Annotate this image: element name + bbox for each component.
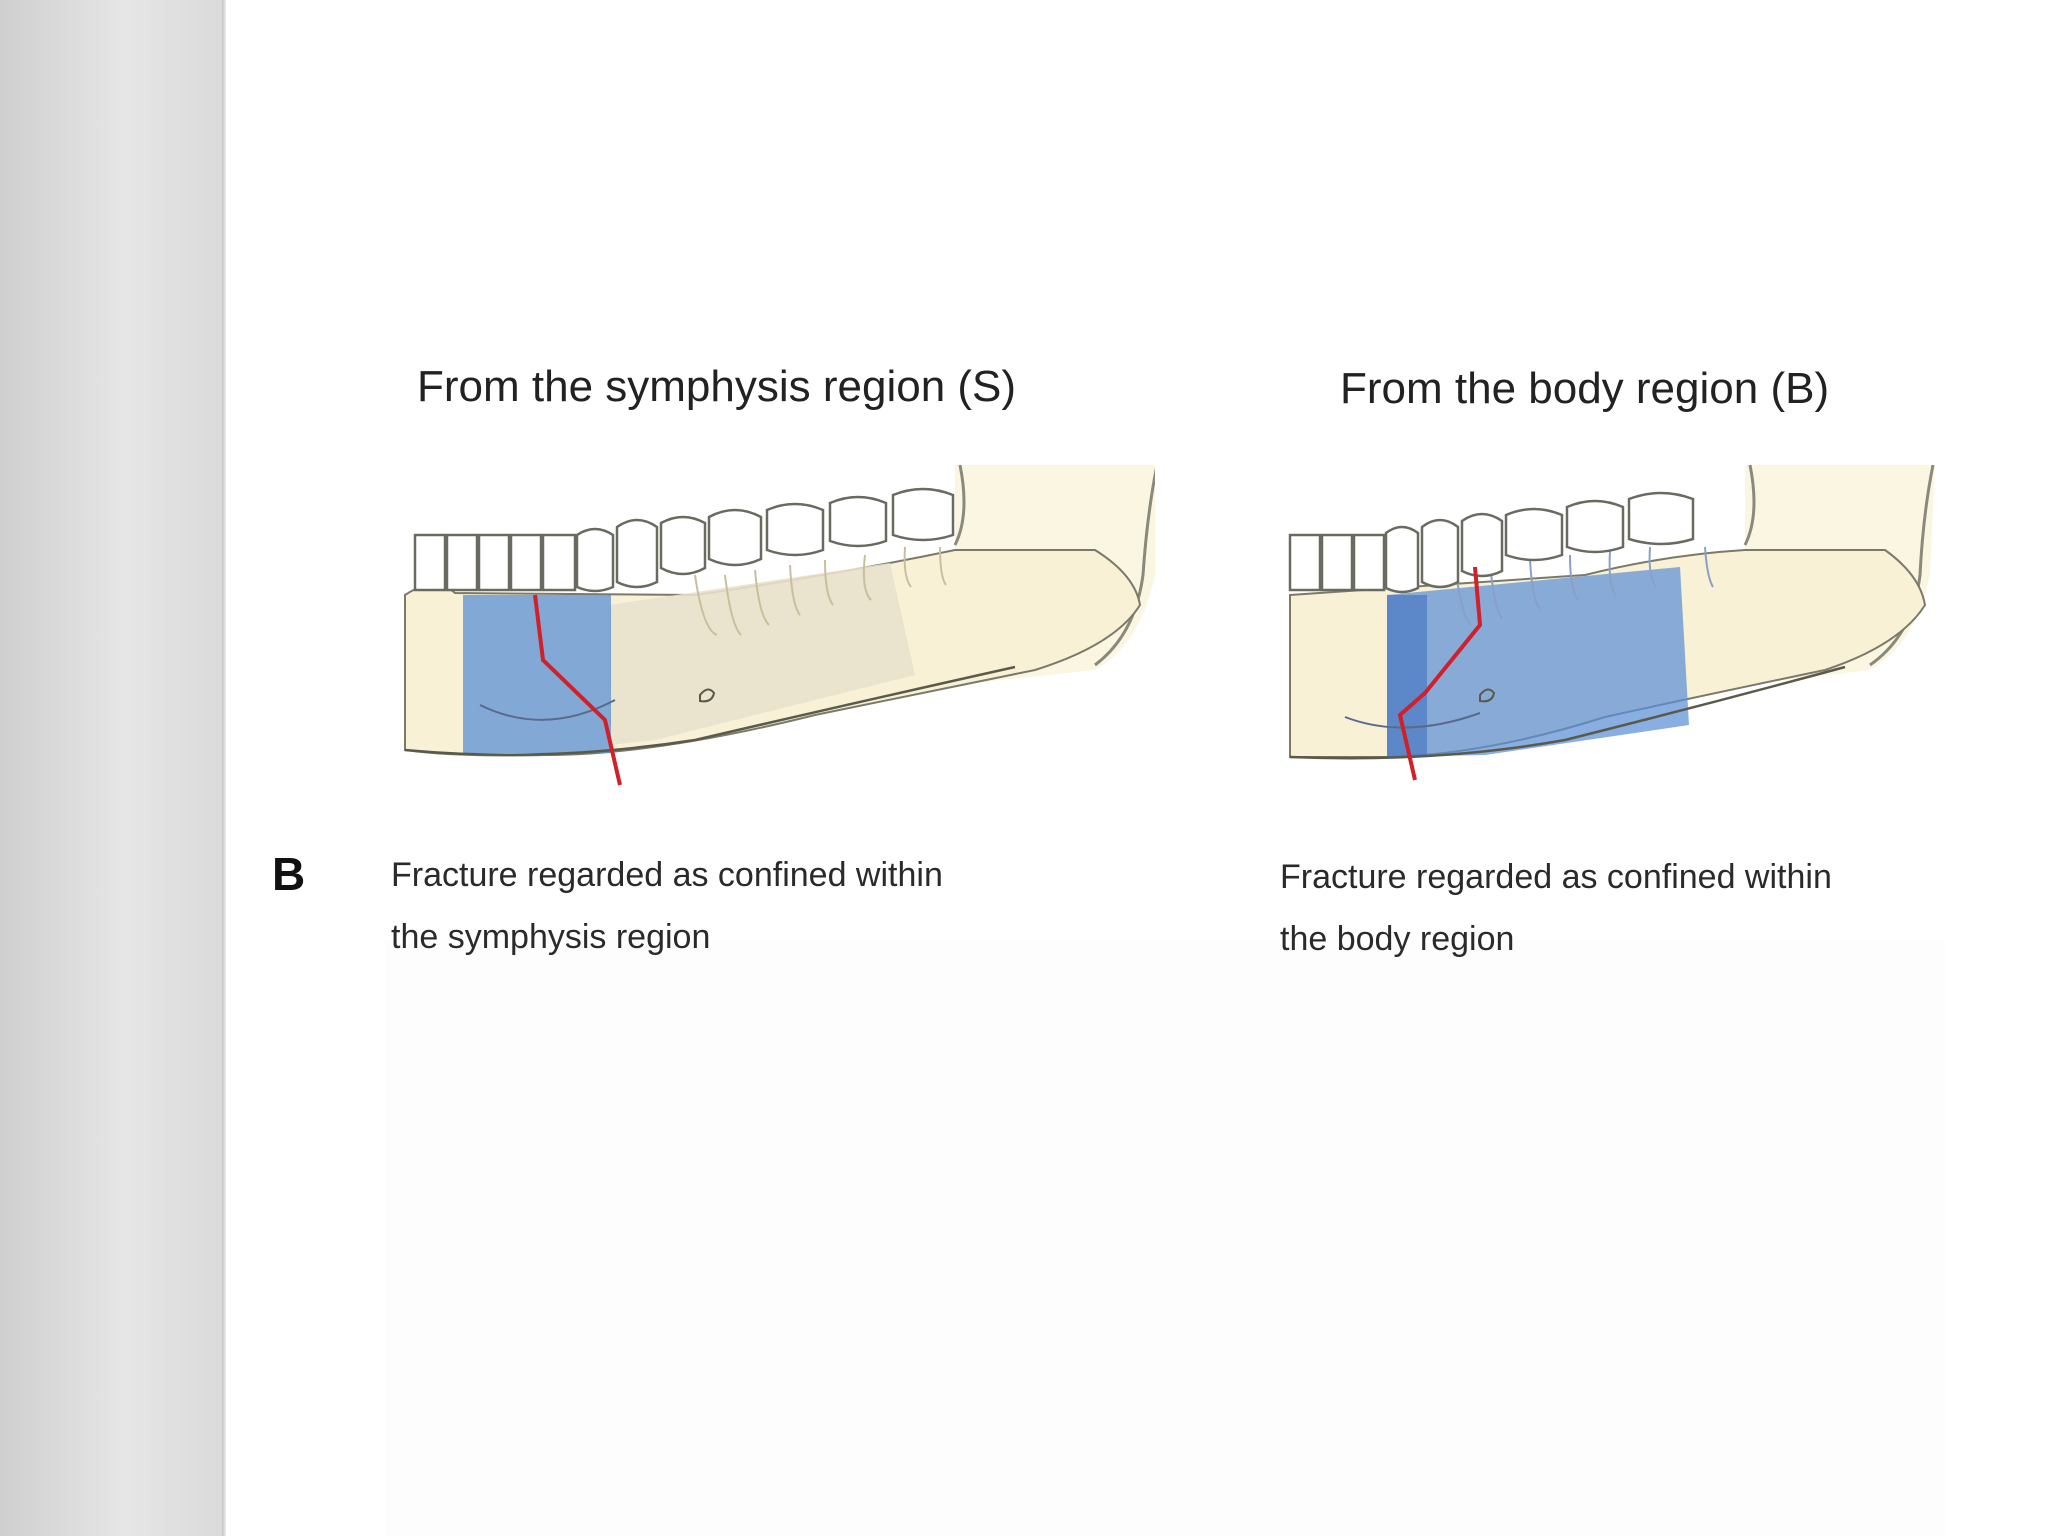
tooth [1288,533,1322,592]
tooth [477,533,511,592]
tooth [765,502,825,557]
symphysis-panel-title: From the symphysis region (S) [417,362,1017,411]
symphysis-caption-line-1: Fracture regarded as confined within [391,856,943,894]
inferior-border [404,665,1016,756]
tooth [707,508,763,567]
tooth [1504,507,1564,562]
ramus-edge [1743,464,1756,546]
teeth [413,487,955,593]
body-panel-title: From the body region (B) [1340,364,1830,413]
tooth-roots [1454,546,1714,626]
tooth [575,527,615,593]
tooth [413,533,447,592]
mental-foramen [1479,688,1496,703]
mental-foramen [699,688,716,703]
ramus-back-edge [1094,467,1155,667]
body-region-highlight [1387,567,1689,757]
tooth [615,518,659,589]
fracture-line [533,594,622,786]
tooth [445,533,479,592]
tooth [891,487,955,542]
mental-contour [1344,712,1481,729]
body-caption-line-1: Fracture regarded as confined within [1280,858,1832,896]
overlap-strip-highlight [1387,595,1427,757]
ramus-edge [953,464,966,546]
tooth-roots [694,546,947,636]
tooth [1320,533,1354,592]
body-mandible-illustration [1288,464,1935,781]
tooth [1420,518,1460,589]
tooth [828,495,888,548]
ramus-back-edge [1869,464,1935,667]
panel-letter: B [272,848,306,900]
tooth [659,515,707,576]
tooth [1460,512,1504,578]
tooth [1627,491,1695,546]
inferior-border [1289,665,1846,760]
body-caption: Fracture regarded as confined within the… [1280,846,1832,970]
symphysis-caption: Fracture regarded as confined within the… [391,844,943,968]
mental-contour [479,699,616,721]
body-caption-line-2: the body region [1280,920,1515,958]
tooth [1384,525,1420,594]
tooth [1352,533,1386,592]
mandible-shaded-segment [609,563,915,745]
tooth [1565,499,1625,554]
symphysis-mandible-illustration [404,464,1155,786]
figure-background [385,940,1945,1536]
tooth [541,533,577,592]
fracture-line [1397,566,1483,781]
slide-side-panel [0,0,226,1536]
teeth [1288,491,1695,594]
symphysis-caption-line-2: the symphysis region [391,918,711,956]
tooth [509,533,543,592]
